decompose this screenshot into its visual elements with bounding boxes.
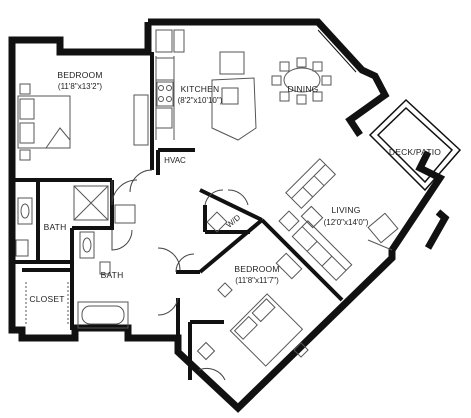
doors — [111, 169, 249, 381]
bedroom2-furniture — [217, 252, 309, 367]
closet-label: CLOSET — [29, 294, 64, 304]
dining-label: DINING — [288, 84, 319, 94]
bath2-fixtures — [77, 231, 129, 329]
bedroom2-dimensions: (11'8"x11'7") — [235, 276, 279, 285]
bath2-label: BATH — [101, 270, 124, 280]
living-furniture — [278, 158, 399, 281]
bath1-label: BATH — [44, 222, 67, 232]
windows — [8, 24, 391, 311]
bedroom1-label: BEDROOM — [57, 70, 102, 80]
closet-rod — [25, 282, 69, 326]
hall-fixtures — [114, 204, 228, 361]
bedroom2-label: BEDROOM — [234, 264, 279, 274]
bath1-fixtures — [15, 185, 109, 257]
living-label: LIVING — [331, 205, 360, 215]
interior-walls — [12, 52, 344, 380]
wd-label: W/D — [224, 213, 242, 230]
kitchen-dimensions: (8'2"x10'10") — [178, 96, 223, 105]
deck-outline — [368, 98, 462, 192]
hvac-label: HVAC — [164, 156, 186, 165]
dining-set — [271, 57, 332, 105]
bedroom1-dimensions: (11'8"x13'2") — [58, 82, 103, 91]
kitchen-label: KITCHEN — [181, 84, 220, 94]
living-dimensions: (12'0"x14'0") — [324, 218, 369, 227]
kitchen-island — [211, 77, 257, 141]
room-labels: BEDROOM (11'8"x13'2") KITCHEN (8'2"x10'1… — [29, 70, 441, 304]
bedroom1-furniture — [17, 83, 149, 161]
kitchen-fixtures — [155, 29, 245, 140]
deck-label: DECK/PATIO — [389, 147, 441, 157]
